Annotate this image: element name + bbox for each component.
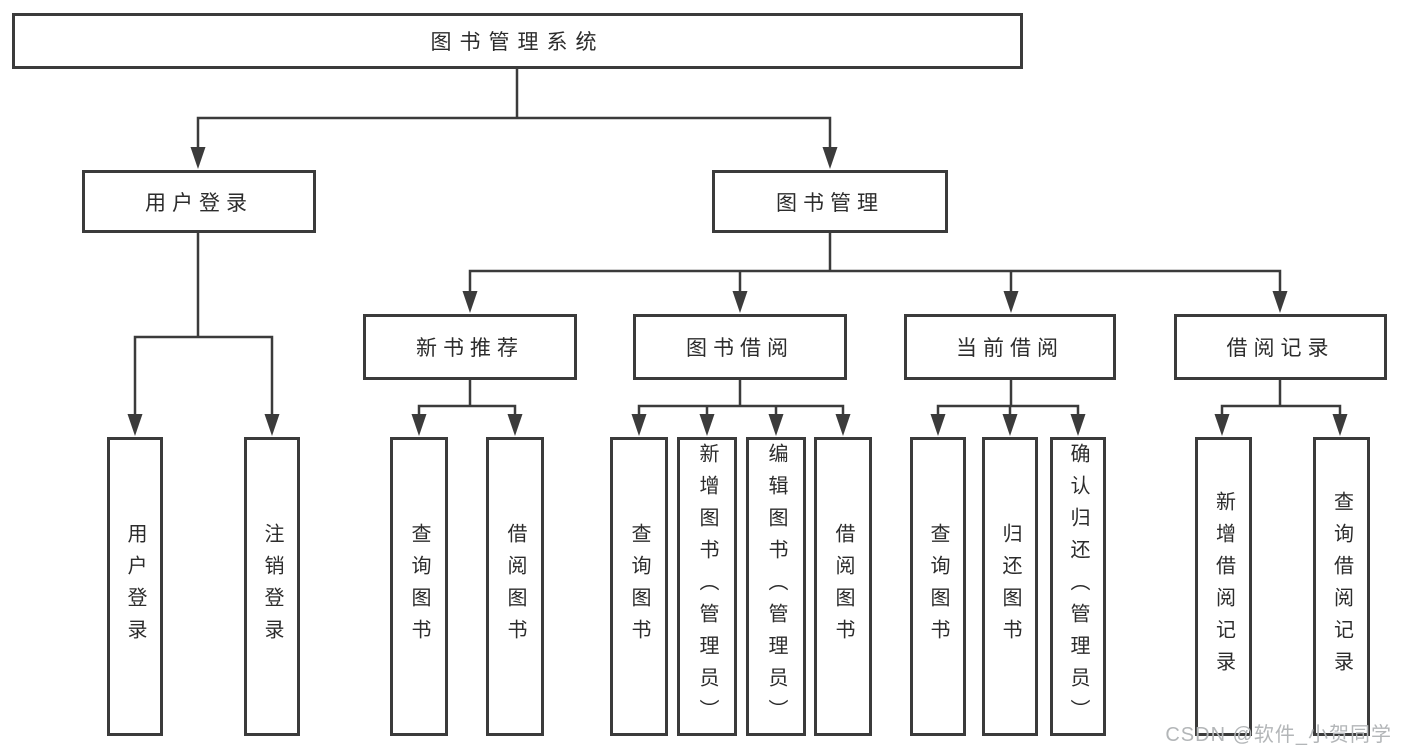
connector-book-management-to-level3 [468,233,1282,292]
leaf-edit-books-admin-label: 编辑图书（管理员） [765,442,787,731]
node-book-borrowing: 图书借阅 [633,314,847,380]
leaf-add-borrow-record-label: 新增借阅记录 [1212,490,1235,683]
connector-root-to-level2 [196,69,832,148]
leaf-user-login: 用户登录 [107,437,163,736]
node-library-system: 图书管理系统 [12,13,1023,69]
leaf-query-books-current: 查询图书 [910,437,966,736]
leaf-add-books-admin: 新增图书（管理员） [677,437,737,736]
leaf-query-books-recommend: 查询图书 [390,437,448,736]
leaf-borrow-books-recommend-label: 借阅图书 [504,522,526,651]
node-borrow-records: 借阅记录 [1174,314,1387,380]
node-user-login: 用户登录 [82,170,316,233]
leaf-return-books: 归还图书 [982,437,1038,736]
connector-book-borrowing-to-leaves [637,380,845,415]
leaf-query-borrow-record-label: 查询借阅记录 [1330,490,1353,683]
leaf-confirm-return-admin: 确认归还（管理员） [1050,437,1106,736]
connector-current-borrowing-to-leaves [936,380,1080,415]
leaf-query-books-current-label: 查询图书 [927,522,949,651]
node-current-borrowing: 当前借阅 [904,314,1116,380]
leaf-edit-books-admin: 编辑图书（管理员） [746,437,806,736]
leaf-logout-label: 注销登录 [261,522,283,651]
leaf-add-books-admin-label: 新增图书（管理员） [696,442,718,731]
leaf-query-borrow-record: 查询借阅记录 [1313,437,1370,736]
node-new-book-recommendation: 新书推荐 [363,314,577,380]
leaf-query-books-borrowing-label: 查询图书 [628,522,650,651]
connector-user-login-to-leaves [133,233,274,415]
leaf-user-login-label: 用户登录 [124,522,146,651]
leaf-borrow-books-borrowing-label: 借阅图书 [832,522,854,651]
node-book-management: 图书管理 [712,170,948,233]
leaf-logout: 注销登录 [244,437,300,736]
leaf-borrow-books-recommend: 借阅图书 [486,437,544,736]
leaf-borrow-books-borrowing: 借阅图书 [814,437,872,736]
leaf-return-books-label: 归还图书 [999,522,1021,651]
leaf-confirm-return-admin-label: 确认归还（管理员） [1067,442,1089,731]
leaf-query-books-recommend-label: 查询图书 [408,522,430,651]
csdn-watermark: CSDN @软件_小贺同学 [1165,724,1392,746]
connector-borrow-records-to-leaves [1220,380,1342,415]
leaf-add-borrow-record: 新增借阅记录 [1195,437,1252,736]
leaf-query-books-borrowing: 查询图书 [610,437,668,736]
connector-new-book-recommendation-to-leaves [417,380,517,415]
